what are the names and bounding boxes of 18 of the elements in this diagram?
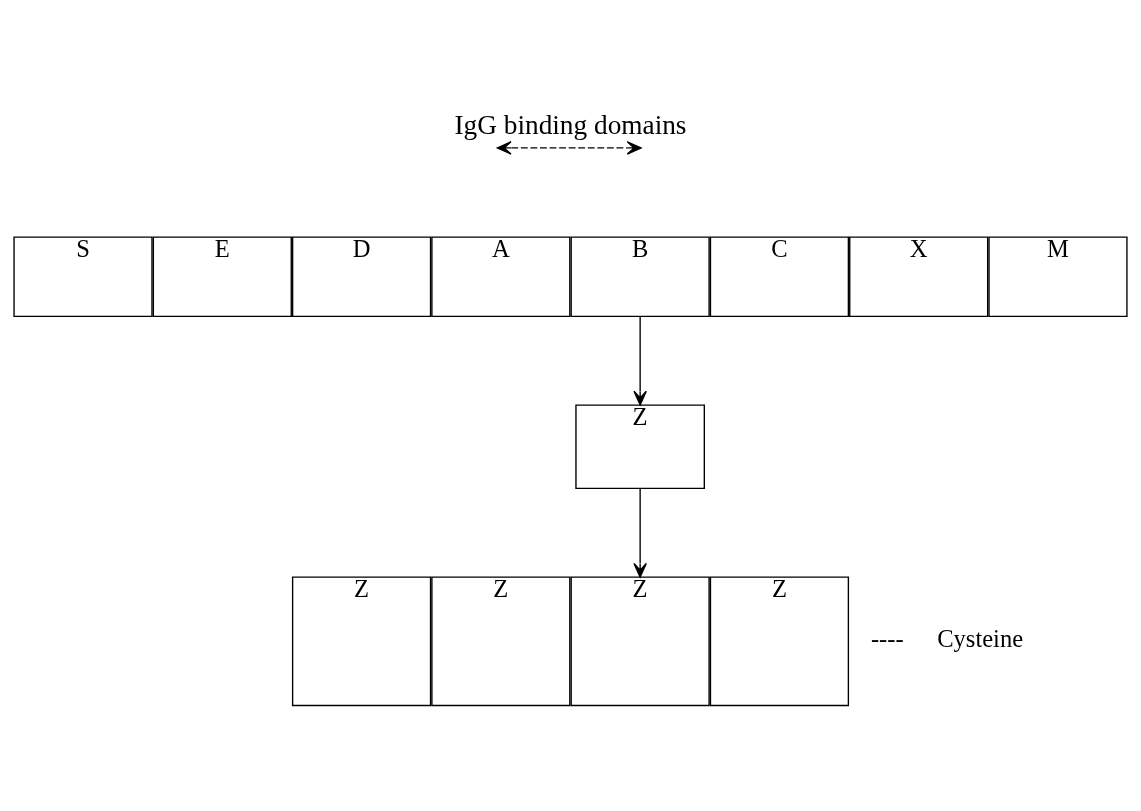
node-box: E (152, 236, 292, 317)
node-box: Z (575, 403, 705, 489)
arrow (633, 487, 647, 578)
node-box: Z (431, 576, 571, 706)
node-box: M (988, 236, 1128, 317)
node-box: A (431, 236, 571, 317)
node-box: Z (709, 576, 850, 706)
node-box: D (291, 236, 432, 317)
arrow (633, 315, 647, 406)
node-box: C (709, 236, 850, 317)
label: ---- (870, 624, 904, 652)
node-box: Z (570, 576, 710, 706)
label: Cysteine (937, 624, 1024, 652)
node-box: X (849, 236, 989, 317)
node-box: S (13, 236, 153, 317)
node-box: B (570, 236, 710, 317)
diagram-title: IgG binding domains (454, 109, 687, 140)
node-box: Z (291, 576, 432, 706)
